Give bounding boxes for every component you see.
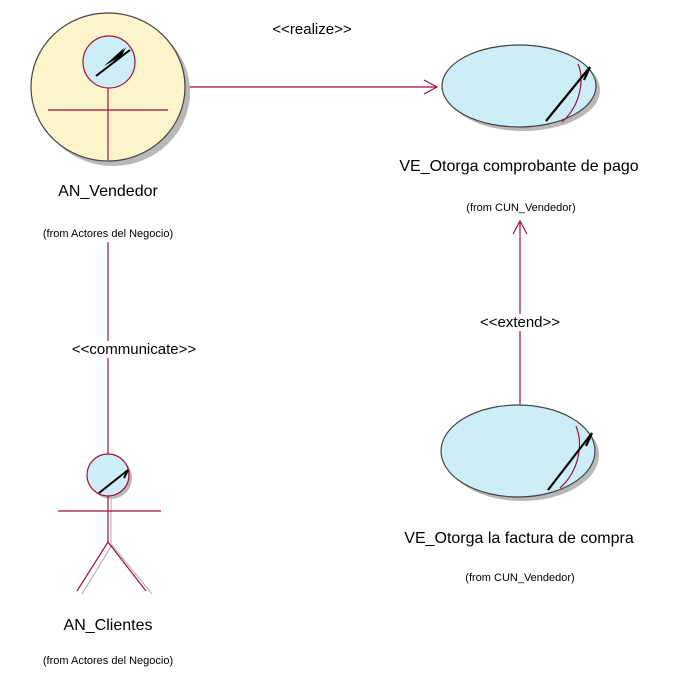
- usecase-factura-icon[interactable]: [440, 404, 599, 501]
- factura-name: VE_Otorga la factura de compra: [404, 530, 634, 547]
- usecase-comprobante-icon[interactable]: [441, 44, 600, 131]
- business-actor-vendedor-icon[interactable]: [30, 12, 190, 166]
- clientes-name: AN_Clientes: [63, 617, 153, 634]
- comprobante-name: VE_Otorga comprobante de pago: [399, 158, 639, 175]
- actor-clientes-icon[interactable]: [58, 453, 161, 595]
- vendedor-package: (from Actores del Negocio): [42, 228, 174, 240]
- clientes-package: (from Actores del Negocio): [42, 655, 174, 667]
- communicate-stereotype-label: <<communicate>>: [69, 341, 199, 358]
- vendedor-name: AN_Vendedor: [58, 183, 158, 200]
- factura-package: (from CUN_Vendedor): [465, 572, 575, 584]
- realize-connector[interactable]: [182, 79, 439, 95]
- realize-stereotype-label: <<realize>>: [272, 21, 352, 38]
- comprobante-package: (from CUN_Vendedor): [466, 202, 576, 214]
- extend-stereotype-label: <<extend>>: [477, 314, 563, 331]
